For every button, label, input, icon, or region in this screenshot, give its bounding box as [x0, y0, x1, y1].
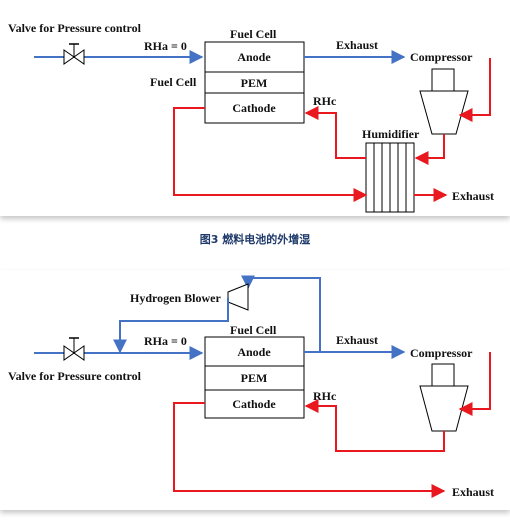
valve-label: Valve for Pressure control: [8, 21, 142, 35]
anode-label: Anode: [237, 50, 271, 64]
anode-recirculation-line: [241, 275, 321, 352]
compressor-label: Compressor: [410, 50, 473, 64]
external-humidification-diagram: Valve for Pressure control RHa = 0 Fuel …: [0, 0, 510, 216]
cathode-exhaust-label: Exhaust: [452, 189, 494, 203]
fuel-cell-box: [204, 41, 305, 124]
anode-exhaust-label: Exhaust: [336, 38, 378, 52]
compressor-label: Compressor: [410, 346, 473, 360]
humidifier-icon: [365, 142, 415, 213]
hydrogen-blower-label: Hydrogen Blower: [130, 291, 221, 305]
cathode-label: Cathode: [232, 397, 276, 411]
compressor-icon: [419, 68, 469, 135]
pressure-valve-icon: [63, 337, 85, 361]
fuel-cell-title: Fuel Cell: [230, 27, 277, 41]
rha-label: RHa = 0: [144, 334, 187, 348]
fuel-cell-side-label: Fuel Cell: [150, 75, 197, 89]
air-inlet-line: [458, 352, 491, 416]
anode-exhaust-label: Exhaust: [336, 333, 378, 347]
rhc-label: RHc: [313, 389, 337, 403]
hydrogen-recirculation-diagram: Hydrogen Blower RHa = 0 Valve for Pressu…: [0, 270, 510, 510]
cathode-label: Cathode: [232, 101, 276, 115]
air-inlet-line: [458, 58, 491, 122]
blower-return-line: [113, 298, 229, 354]
rhc-label: RHc: [313, 94, 337, 108]
anode-label: Anode: [237, 345, 271, 359]
hydrogen-blower-icon: [227, 283, 249, 311]
humidifier-label: Humidifier: [362, 127, 420, 141]
compressor-to-cathode-line: [304, 399, 445, 452]
rha-label: RHa = 0: [144, 39, 187, 53]
top-diagram-svg: Valve for Pressure control RHa = 0 Fuel …: [8, 21, 494, 213]
pressure-valve-icon: [63, 43, 85, 65]
cathode-exhaust-line: [173, 107, 368, 202]
humidified-air-line: [304, 106, 366, 159]
bottom-diagram-svg: Hydrogen Blower RHa = 0 Valve for Pressu…: [8, 275, 494, 499]
compressor-icon: [419, 363, 469, 432]
pem-label: PEM: [241, 371, 268, 385]
fuel-cell-box: [204, 336, 305, 419]
cathode-exhaust-line: [173, 402, 446, 498]
figure-caption: 图3 燃料电池的外增湿: [199, 233, 311, 246]
pem-label: PEM: [241, 76, 268, 90]
valve-label: Valve for Pressure control: [8, 369, 142, 383]
fuel-cell-title: Fuel Cell: [230, 323, 277, 337]
cathode-exhaust-label: Exhaust: [452, 485, 494, 499]
compressor-to-humidifier-line: [414, 134, 445, 165]
